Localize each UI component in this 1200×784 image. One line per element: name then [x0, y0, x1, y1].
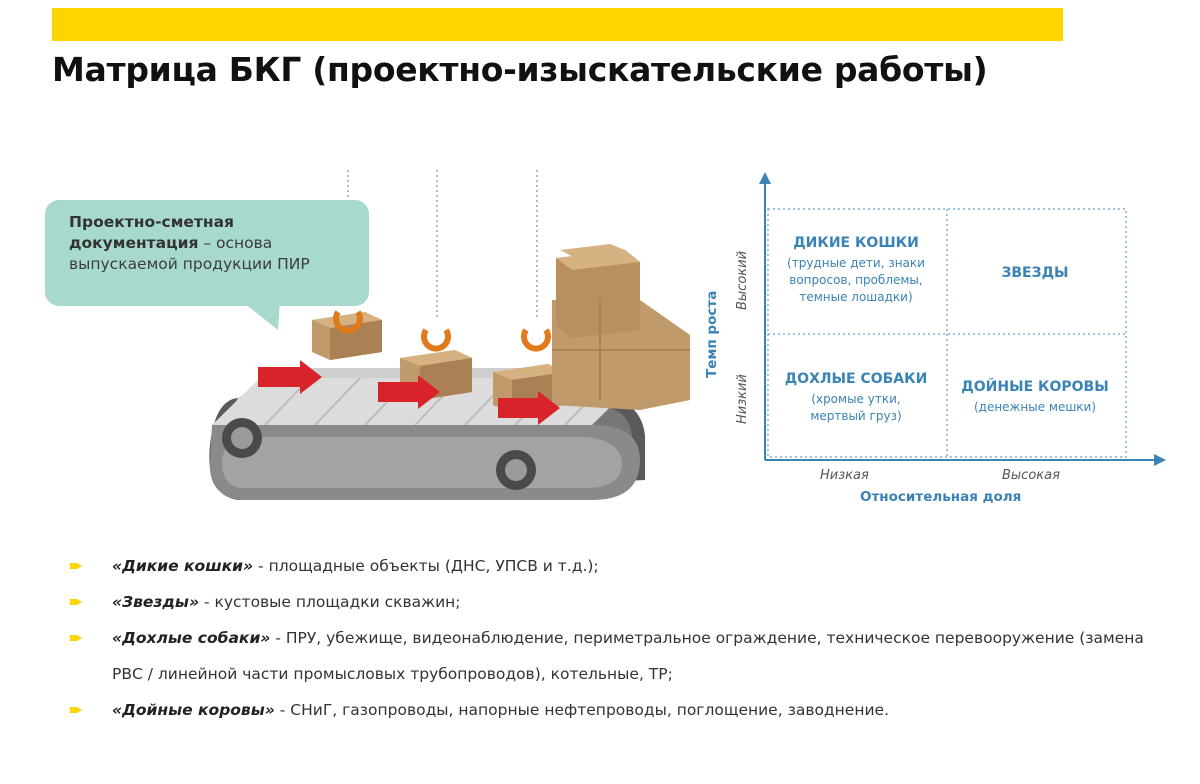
x-axis-title: Относительная доля: [860, 489, 1022, 505]
bullet-term: «Звезды»: [112, 593, 200, 611]
conveyor-illustration: [209, 170, 690, 500]
bullet-text: - СНиГ, газопроводы, напорные нефтепрово…: [274, 701, 889, 719]
quadrant-stars: ЗВЕЗДЫ: [950, 264, 1120, 282]
list-item: «Звезды» - кустовые площадки скважин;: [70, 584, 1170, 620]
bullet-text: - площадные объекты (ДНС, УПСВ и т.д.);: [253, 557, 599, 575]
quadrant-title: ЗВЕЗДЫ: [1001, 265, 1069, 281]
callout-text: Проектно-сметная документация – основа в…: [69, 212, 359, 275]
callout-tail: [240, 300, 280, 330]
list-item: «Дикие кошки» - площадные объекты (ДНС, …: [70, 548, 1170, 584]
bullet-list: «Дикие кошки» - площадные объекты (ДНС, …: [70, 548, 1170, 728]
callout-rest-text: – основа выпускаемой продукции ПИР: [69, 234, 310, 273]
quadrant-dead-dogs: ДОХЛЫЕ СОБАКИ (хромые утки,мертвый груз): [772, 370, 940, 425]
quadrant-cash-cows: ДОЙНЫЕ КОРОВЫ (денежные мешки): [950, 378, 1120, 416]
yellow-bullet-icon: [70, 599, 82, 605]
callout-bold-text: Проектно-сметная документация: [69, 213, 234, 252]
list-item: «Дойные коровы» - СНиГ, газопроводы, нап…: [70, 692, 1170, 728]
header-accent-bar: [52, 8, 1063, 41]
quadrant-title: ДОЙНЫЕ КОРОВЫ: [961, 379, 1109, 395]
bullet-term: «Дикие кошки»: [112, 557, 254, 575]
y-low-label: Низкий: [735, 374, 750, 424]
list-item: «Дохлые собаки» - ПРУ, убежище, видеонаб…: [70, 620, 1170, 692]
yellow-bullet-icon: [70, 707, 82, 713]
x-high-label: Высокая: [1002, 468, 1060, 483]
yellow-bullet-icon: [70, 563, 82, 569]
callout-bubble: [45, 200, 369, 306]
page-title: Матрица БКГ (проектно-изыскательские раб…: [52, 50, 988, 89]
quadrant-subtitle: (денежные мешки): [973, 400, 1097, 414]
yellow-bullet-icon: [70, 635, 82, 641]
y-axis-title: Темп роста: [704, 290, 720, 378]
x-low-label: Низкая: [820, 468, 869, 483]
bullet-term: «Дохлые собаки»: [112, 629, 271, 647]
quadrant-subtitle: (хромые утки,мертвый груз): [810, 392, 902, 423]
bullet-text: - ПРУ, убежище, видеонаблюдение, перимет…: [112, 629, 1144, 683]
bcg-matrix-axes: [759, 172, 1166, 466]
bullet-text: - кустовые площадки скважин;: [199, 593, 461, 611]
bullet-term: «Дойные коровы»: [112, 701, 275, 719]
quadrant-title: ДОХЛЫЕ СОБАКИ: [784, 371, 928, 387]
y-high-label: Высокий: [735, 250, 750, 310]
quadrant-title: ДИКИЕ КОШКИ: [793, 235, 919, 251]
